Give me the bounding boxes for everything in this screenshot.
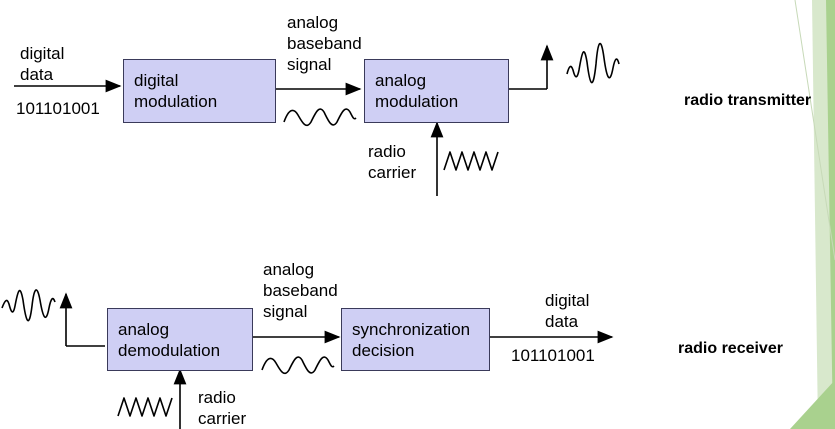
rx-output-label-line1: digital	[545, 291, 590, 310]
analog-modulation-line2: modulation	[375, 92, 459, 111]
rx-baseband-wave-icon	[261, 356, 335, 375]
radio-transmitter-title: radio transmitter	[684, 92, 812, 109]
tx-input-label-line1: digital	[20, 44, 65, 63]
tx-baseband-label-line1: analog	[287, 13, 339, 32]
analog-demodulation-line2: demodulation	[118, 340, 221, 360]
slide-accent-line	[794, 0, 835, 261]
slide-accent-corner	[790, 380, 835, 429]
rx-output-label: digital data	[545, 290, 589, 332]
rx-baseband-label: analog baseband signal	[263, 259, 338, 322]
tx-input-label: digital data	[20, 43, 64, 85]
analog-modulation-block: analog modulation	[364, 59, 509, 123]
tx-baseband-label-line2: baseband	[287, 34, 362, 53]
rx-carrier-label-line1: radio	[198, 388, 236, 407]
analog-demodulation-block: analog demodulation	[107, 308, 253, 371]
tx-baseband-label-line3: signal	[287, 55, 332, 74]
synchronization-decision-line2: decision	[352, 340, 415, 360]
slide-accent-stripe-dark	[826, 0, 835, 429]
rx-carrier-wave-icon	[117, 397, 173, 417]
synchronization-decision-block: synchronization decision	[341, 308, 490, 371]
tx-carrier-label: radio carrier	[368, 141, 416, 183]
tx-carrier-label-line1: radio	[368, 142, 406, 161]
tx-carrier-label-line2: carrier	[368, 163, 417, 182]
rx-input-wave-icon	[1, 289, 56, 322]
analog-demodulation-line1: analog	[118, 319, 170, 339]
tx-output-wave-icon	[566, 42, 620, 84]
rx-output-bits: 101101001	[511, 346, 595, 365]
digital-modulation-block: digital modulation	[123, 59, 276, 123]
digital-modulation-line2: modulation	[134, 92, 218, 111]
tx-baseband-wave-icon	[283, 108, 357, 127]
radio-receiver-title: radio receiver	[678, 340, 783, 357]
tx-input-label-line2: data	[20, 65, 54, 84]
rx-baseband-label-line1: analog	[263, 260, 315, 279]
digital-modulation-line1: digital	[134, 71, 179, 90]
rx-carrier-label-line2: carrier	[198, 409, 247, 428]
synchronization-decision-line1: synchronization	[352, 319, 471, 339]
tx-baseband-label: analog baseband signal	[287, 12, 362, 75]
rx-baseband-label-line3: signal	[263, 302, 308, 321]
rx-carrier-label: radio carrier	[198, 387, 246, 429]
rx-output-label-line2: data	[545, 312, 579, 331]
tx-carrier-wave-icon	[443, 151, 499, 171]
tx-input-bits: 101101001	[16, 99, 100, 118]
analog-modulation-line1: analog	[375, 71, 427, 90]
rx-baseband-label-line2: baseband	[263, 281, 338, 300]
